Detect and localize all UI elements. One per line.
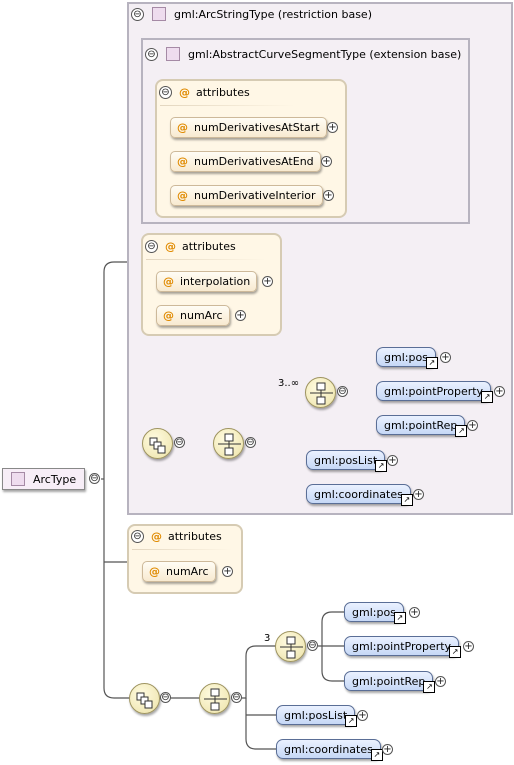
attribute-icon: @ <box>149 565 160 578</box>
expand-icon[interactable]: + <box>467 420 478 431</box>
collapse-icon[interactable]: ⊖ <box>174 437 185 448</box>
extension-base-title[interactable]: ⊖ gml:AbstractCurveSegmentType (extensio… <box>145 47 461 61</box>
element-gml-poslist[interactable]: gml:posList ↗ <box>306 450 388 472</box>
expand-icon[interactable]: + <box>494 386 505 397</box>
collapse-icon[interactable]: ⊖ <box>307 640 318 651</box>
expand-icon[interactable]: + <box>262 276 273 287</box>
divider <box>132 549 232 550</box>
reference-arrow-icon: ↗ <box>455 425 468 437</box>
element-gml-pos[interactable]: gml:pos ↗ <box>376 347 438 369</box>
expand-icon[interactable]: + <box>327 122 338 133</box>
expand-icon[interactable]: + <box>387 455 398 466</box>
attributes-header[interactable]: ⊖ @ attributes <box>159 86 250 99</box>
element-gml-pointproperty[interactable]: gml:pointProperty ↗ <box>376 381 494 403</box>
attribute-icon: @ <box>151 530 162 543</box>
element-gml-coordinates[interactable]: gml:coordinates ↗ <box>306 484 413 506</box>
reference-arrow-icon: ↗ <box>393 612 406 624</box>
choice-compositor-icon[interactable] <box>199 683 230 714</box>
collapse-icon[interactable]: ⊖ <box>231 692 242 703</box>
collapse-icon[interactable]: ⊖ <box>131 530 144 543</box>
attribute-item[interactable]: @ numArc <box>156 305 230 326</box>
collapse-icon[interactable]: ⊖ <box>160 692 171 703</box>
expand-icon[interactable]: + <box>440 352 451 363</box>
sequence-compositor-icon[interactable] <box>142 428 173 459</box>
collapse-icon[interactable]: ⊖ <box>145 240 158 253</box>
attribute-icon: @ <box>177 155 188 168</box>
restriction-base-title[interactable]: ⊖ gml:ArcStringType (restriction base) <box>131 7 372 21</box>
reference-arrow-icon: ↗ <box>423 681 436 693</box>
complex-type-icon <box>11 472 25 486</box>
element-gml-pos[interactable]: gml:pos ↗ <box>344 602 406 624</box>
attributes-header[interactable]: ⊖ @ attributes <box>145 240 236 253</box>
attribute-icon: @ <box>177 189 188 202</box>
reference-arrow-icon: ↗ <box>425 357 438 369</box>
attribute-item[interactable]: @ numDerivativesAtEnd <box>170 151 321 172</box>
collapse-icon[interactable]: ⊖ <box>89 473 100 484</box>
collapse-icon[interactable]: ⊖ <box>245 437 256 448</box>
divider <box>146 259 266 260</box>
reference-arrow-icon: ↗ <box>449 646 462 658</box>
expand-icon[interactable]: + <box>413 489 424 500</box>
expand-icon[interactable]: + <box>357 710 368 721</box>
attribute-icon: @ <box>163 309 174 322</box>
divider <box>160 105 295 106</box>
element-gml-poslist[interactable]: gml:posList ↗ <box>276 705 358 727</box>
choice-compositor-icon[interactable] <box>213 428 244 459</box>
collapse-icon[interactable]: ⊖ <box>131 7 144 21</box>
reference-arrow-icon: ↗ <box>345 715 358 727</box>
attribute-item[interactable]: @ numDerivativeInterior <box>170 185 323 206</box>
expand-icon[interactable]: + <box>463 641 474 652</box>
attribute-icon: @ <box>179 86 190 99</box>
choice-compositor-icon[interactable] <box>275 631 306 662</box>
attribute-item[interactable]: @ interpolation <box>156 271 258 292</box>
attribute-icon: @ <box>165 240 176 253</box>
element-gml-pointrep[interactable]: gml:pointRep ↗ <box>376 415 468 437</box>
collapse-icon[interactable]: ⊖ <box>337 386 348 397</box>
expand-icon[interactable]: + <box>409 607 420 618</box>
collapse-icon[interactable]: ⊖ <box>145 47 158 61</box>
reference-arrow-icon: ↗ <box>375 460 388 472</box>
collapse-icon[interactable]: ⊖ <box>159 86 172 99</box>
element-gml-pointproperty[interactable]: gml:pointProperty ↗ <box>344 636 462 658</box>
reference-arrow-icon: ↗ <box>370 749 383 761</box>
complex-type-icon <box>166 47 180 61</box>
attributes-header[interactable]: ⊖ @ attributes <box>131 530 222 543</box>
multiplicity-label: 3 <box>264 633 271 644</box>
expand-icon[interactable]: + <box>435 676 446 687</box>
expand-icon[interactable]: + <box>235 310 246 321</box>
choice-compositor-icon[interactable] <box>305 377 336 408</box>
multiplicity-label: 3..∞ <box>278 378 300 389</box>
attribute-item[interactable]: @ numArc <box>142 561 216 582</box>
attribute-icon: @ <box>163 275 174 288</box>
expand-icon[interactable]: + <box>323 190 334 201</box>
expand-icon[interactable]: + <box>382 744 393 755</box>
sequence-compositor-icon[interactable] <box>129 683 160 714</box>
complex-type-icon <box>152 7 166 21</box>
attribute-icon: @ <box>177 121 188 134</box>
root-element-arctype[interactable]: ArcType <box>2 468 86 490</box>
element-gml-coordinates[interactable]: gml:coordinates ↗ <box>276 739 383 761</box>
arctype-attributes-group <box>127 524 243 594</box>
expand-icon[interactable]: + <box>321 156 332 167</box>
attribute-item[interactable]: @ numDerivativesAtStart <box>170 117 327 138</box>
reference-arrow-icon: ↗ <box>400 494 413 506</box>
element-gml-pointrep[interactable]: gml:pointRep ↗ <box>344 671 436 693</box>
expand-icon[interactable]: + <box>222 566 233 577</box>
reference-arrow-icon: ↗ <box>481 391 494 403</box>
